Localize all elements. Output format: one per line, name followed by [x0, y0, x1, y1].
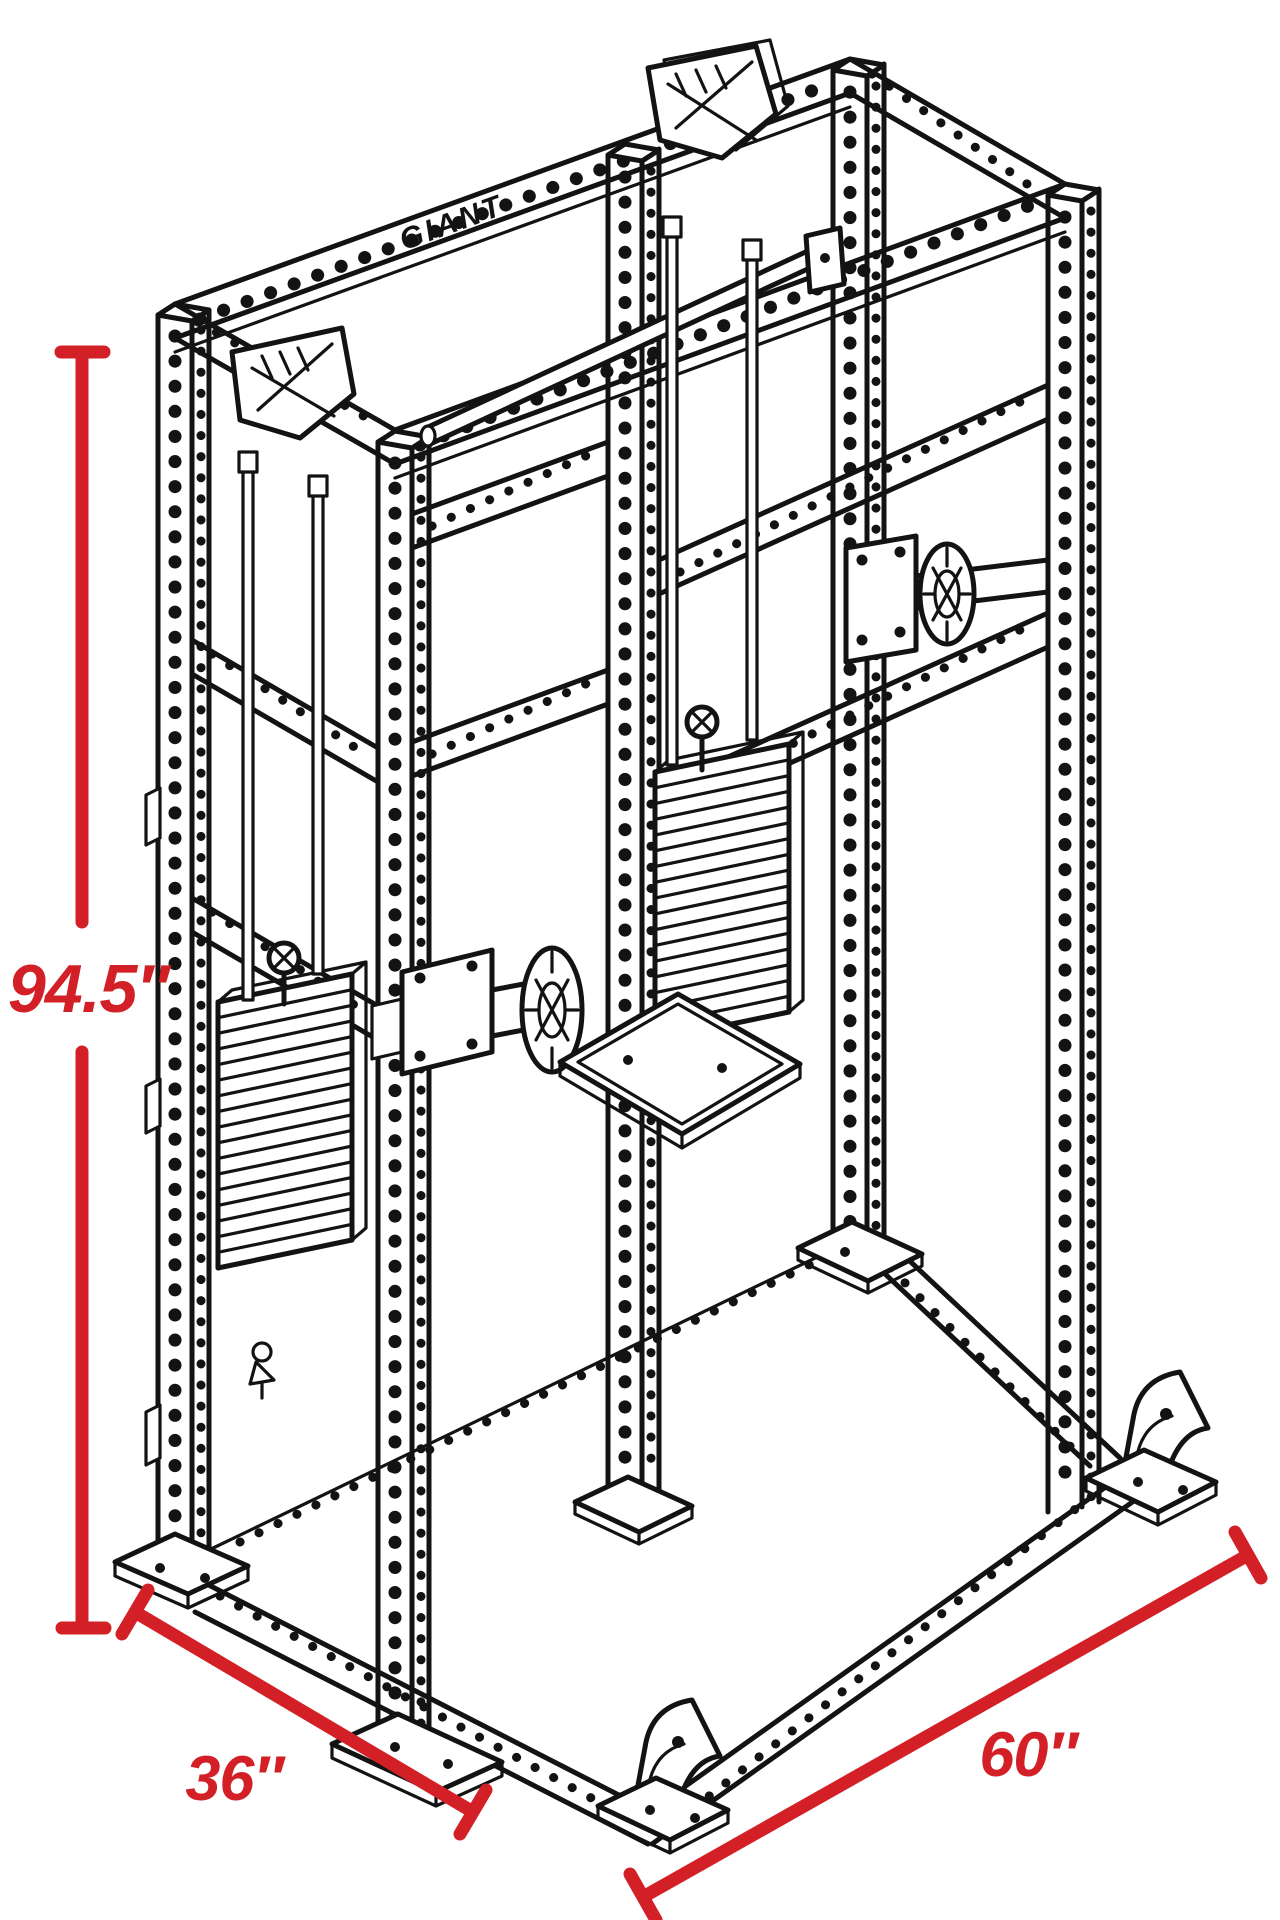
- width-dimension-label: 60″: [979, 1720, 1080, 1790]
- depth-dimension-label: 36″: [185, 1744, 286, 1814]
- accessory-tray: [557, 991, 803, 1150]
- upright-front-left: [375, 428, 432, 1748]
- floor-anchor-detail: [248, 1341, 276, 1400]
- rear-base-rail: [207, 1246, 838, 1552]
- weight-stack-right-rods: [661, 215, 763, 773]
- logo-plate-left: [229, 325, 357, 441]
- right-base-rail: [865, 1247, 1123, 1469]
- base-plate-front-left: [329, 1711, 505, 1808]
- height-dimension-label: 94.5″: [8, 951, 171, 1027]
- smith-bar: [419, 225, 847, 448]
- weight-stack-right: [652, 730, 805, 1043]
- logo-plate-top-right: [645, 38, 790, 161]
- gusset-foot-front: [595, 1697, 731, 1855]
- upright-accessory-tabs: [144, 786, 162, 1467]
- depth-dimension: 36″: [115, 1583, 493, 1841]
- weight-stack-left-rods: [237, 450, 329, 1007]
- power-rack: GIANT: [112, 38, 1219, 1855]
- cross-beam-lower: [409, 667, 611, 779]
- upright-front-right: [1045, 181, 1102, 1515]
- front-base-rail: [649, 1461, 1141, 1847]
- gusset-foot-right: [1083, 1369, 1219, 1527]
- brand-label: GIANT: [395, 189, 508, 257]
- pulley-right: [843, 533, 1051, 665]
- left-side-rail-upper: [189, 637, 381, 785]
- width-dimension-line: [623, 1525, 1268, 1920]
- foot-rear-right: [795, 1219, 925, 1295]
- width-dimension: 60″: [623, 1525, 1268, 1920]
- trolley-pulley-center: [370, 945, 585, 1077]
- weight-stack-left: [215, 960, 368, 1271]
- height-dimension: 94.5″: [8, 345, 172, 1635]
- depth-dimension-line: [115, 1583, 493, 1841]
- height-dimension-line: [54, 345, 112, 1635]
- right-bay-rail-upper: [656, 382, 1051, 597]
- cross-beam-upper: [409, 439, 611, 551]
- upright-rear-left: [155, 301, 212, 1563]
